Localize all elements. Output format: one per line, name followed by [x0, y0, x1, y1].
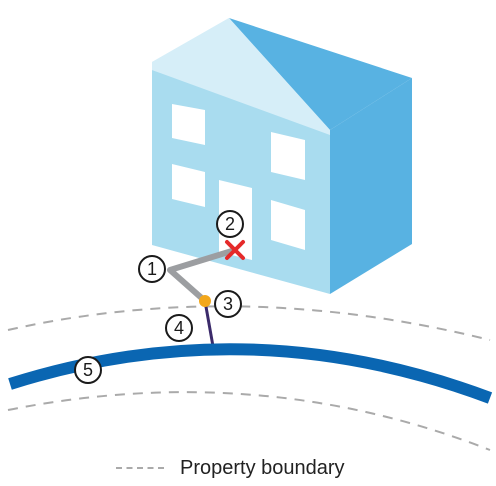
marker-5-label: 5 — [83, 360, 93, 380]
house-gable — [229, 18, 412, 130]
house-roof-ridge — [152, 18, 330, 135]
window-top-right — [271, 132, 305, 180]
marker-2: 2 — [216, 210, 244, 238]
window-top-left — [172, 104, 205, 145]
house — [152, 18, 412, 294]
marker-5: 5 — [74, 356, 102, 384]
house-side-wall — [330, 78, 412, 294]
window-bottom-left — [172, 164, 205, 207]
property-boundary-swatch — [116, 467, 164, 469]
stopcock-cross-icon — [225, 240, 245, 260]
marker-2-label: 2 — [225, 214, 235, 234]
service-pipe — [167, 247, 238, 304]
legend: Property boundary — [116, 456, 345, 480]
property-boundary-line-lower — [7, 391, 491, 451]
property-boundary-line-upper — [7, 305, 491, 341]
marker-1-label: 1 — [147, 259, 157, 279]
marker-1: 1 — [138, 255, 166, 283]
marker-3-label: 3 — [223, 294, 233, 314]
legend-label: Property boundary — [180, 456, 345, 479]
marker-4: 4 — [165, 314, 193, 342]
window-bottom-right — [271, 200, 305, 250]
marker-3: 3 — [214, 290, 242, 318]
junction-dot — [199, 295, 211, 307]
marker-4-label: 4 — [174, 318, 184, 338]
